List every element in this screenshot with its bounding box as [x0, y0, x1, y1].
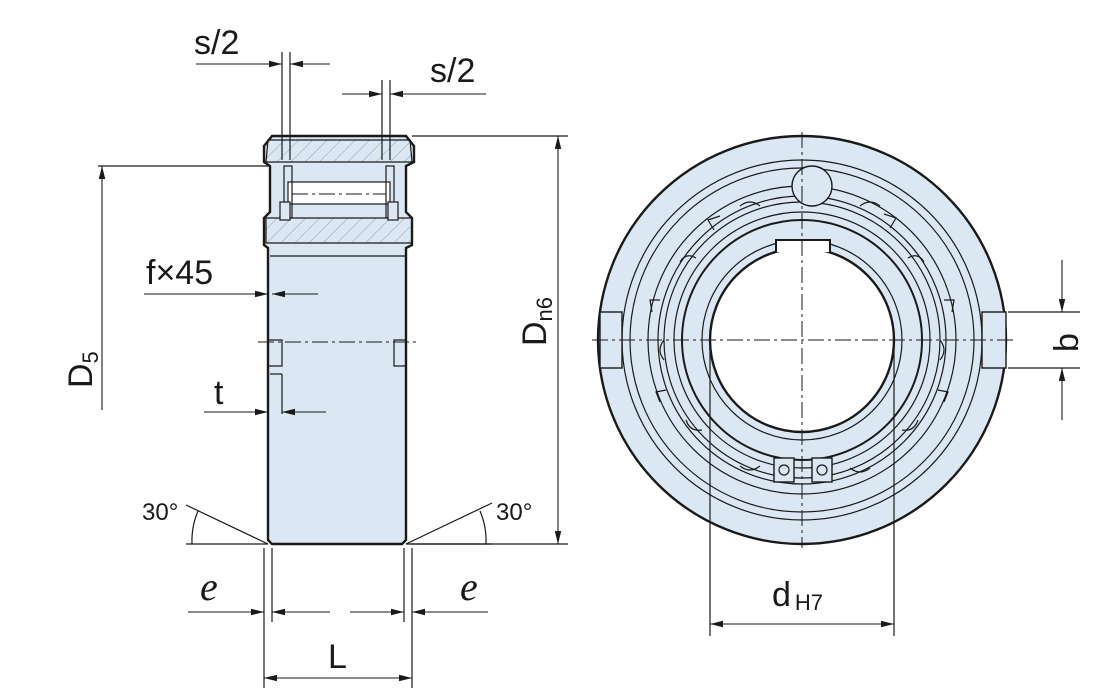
e-left-label: e [200, 564, 218, 609]
keyway-width-label: b [1048, 333, 1086, 352]
inner-ring-section [265, 217, 413, 244]
outer-ring-section [265, 139, 413, 163]
t-label: t [214, 374, 224, 412]
spring-holder [773, 457, 833, 483]
keyway-left [268, 339, 283, 367]
dn6-label: Dn6 [516, 297, 557, 346]
bore-keyway [775, 239, 831, 252]
angle-right-label: 30° [496, 499, 532, 526]
length-label: L [328, 638, 347, 676]
chamfer-label: f×45 [146, 254, 213, 292]
s-half-label-right: s/2 [430, 52, 475, 90]
top-roller [791, 165, 833, 207]
roller-cage [287, 181, 391, 205]
keyway-right [393, 339, 406, 367]
side-view: s/2 s/2 D5 Dn6 f×45 t 30° 30° [62, 24, 568, 688]
seal-left [279, 201, 291, 221]
angle-left-label: 30° [142, 499, 178, 526]
seal-right [387, 201, 399, 221]
d5-label: D5 [62, 351, 103, 388]
e-right-label: e [460, 564, 478, 609]
s-half-label-left: s/2 [194, 24, 239, 62]
